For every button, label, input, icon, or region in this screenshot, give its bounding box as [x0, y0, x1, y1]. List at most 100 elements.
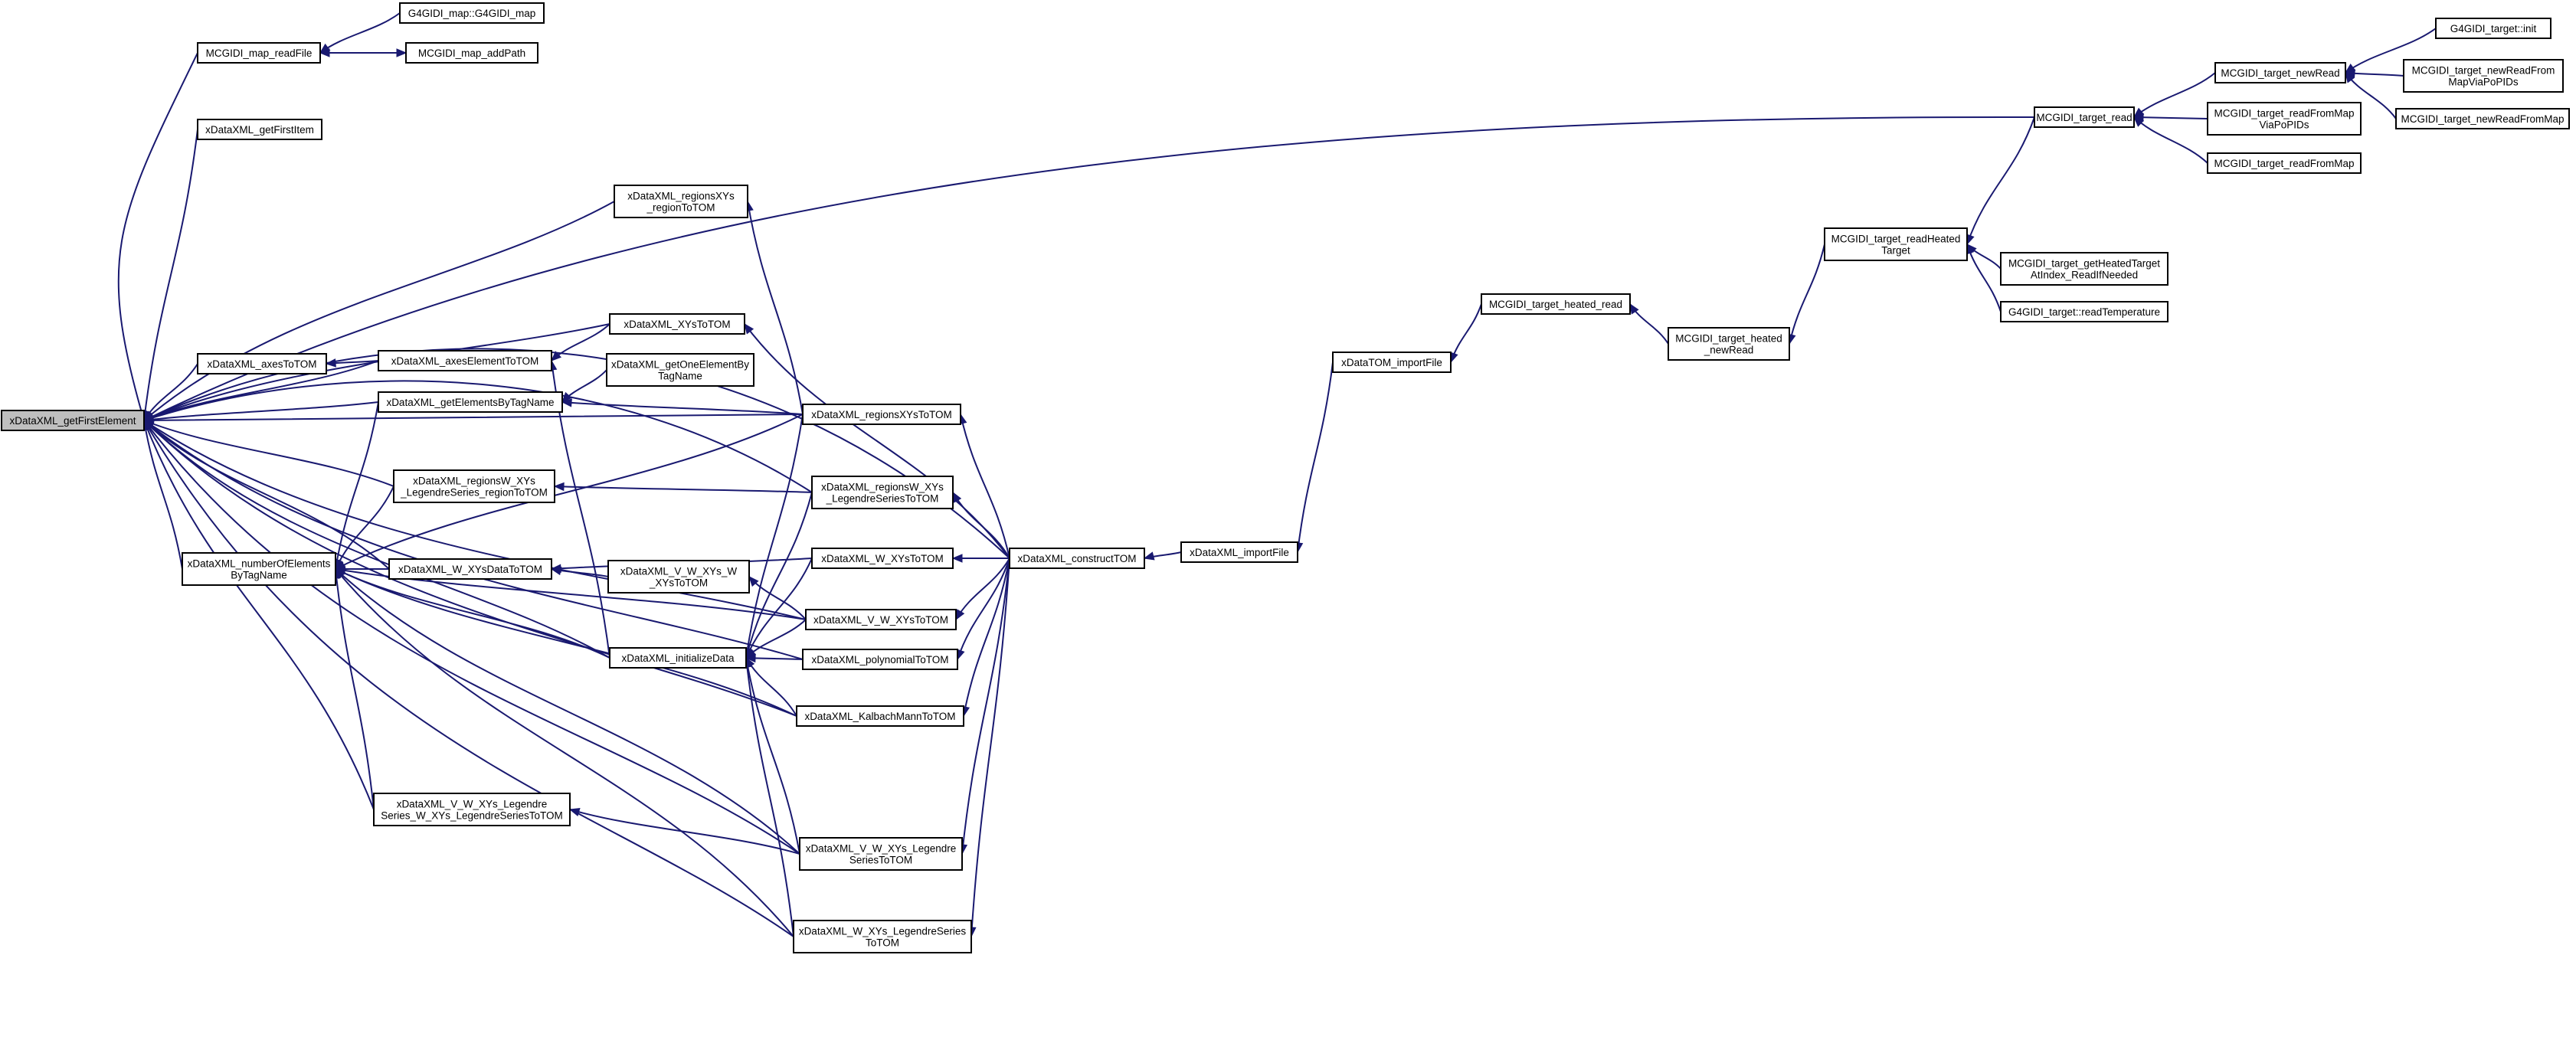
- function-node-TOM_importFile[interactable]: xDataTOM_importFile: [1332, 352, 1452, 373]
- function-node-KalbachMann[interactable]: xDataXML_KalbachMannToTOM: [796, 705, 964, 727]
- function-node-W_XYsToTOM[interactable]: xDataXML_W_XYsToTOM: [811, 548, 954, 569]
- function-node-axesElementToTOM[interactable]: xDataXML_axesElementToTOM: [378, 350, 552, 371]
- call-edge-newReadFromMapVia-to-newRead: [2344, 69, 2404, 78]
- call-edge-axesElementToTOM-to-axesToTOM: [325, 358, 379, 368]
- function-node-VWXYsW[interactable]: xDataXML_V_W_XYs_W_XYsToTOM: [607, 560, 750, 594]
- call-edge-W_XYs_Legendre-to-numberOfElements: [335, 567, 794, 937]
- edge-line: [1966, 116, 2035, 245]
- arrowhead-icon: [2133, 116, 2145, 127]
- edge-line: [569, 809, 800, 855]
- node-label: xDataXML_regionsXYs: [627, 191, 735, 202]
- node-box: [607, 560, 750, 594]
- function-node-g4init[interactable]: G4GIDI_target::init: [2435, 18, 2551, 39]
- function-node-getElementsByTagName[interactable]: xDataXML_getElementsByTagName: [378, 391, 563, 413]
- node-box: [2000, 301, 2168, 322]
- edge-line: [335, 414, 804, 570]
- call-edge-initializeData-to-root: [143, 420, 610, 659]
- function-node-W_XYsDataToTOM[interactable]: xDataXML_W_XYsDataToTOM: [388, 558, 552, 580]
- function-node-W_XYs_Legendre[interactable]: xDataXML_W_XYs_LegendreSeriesToTOM: [793, 920, 972, 953]
- function-node-axesToTOM[interactable]: xDataXML_axesToTOM: [197, 353, 327, 374]
- node-label: xDataXML_getFirstItem: [205, 124, 314, 136]
- node-box: [614, 185, 748, 218]
- edge-line: [143, 420, 375, 810]
- call-edge-getOneElementByTagName-to-getElementsByTagName: [561, 369, 607, 403]
- function-node-regionsXYsToTOM[interactable]: xDataXML_regionsXYsToTOM: [802, 404, 961, 425]
- function-node-map_readFile[interactable]: MCGIDI_map_readFile: [197, 42, 321, 64]
- function-node-XYsToTOM[interactable]: xDataXML_XYsToTOM: [609, 313, 745, 335]
- function-node-regionsW_series[interactable]: xDataXML_regionsW_XYs_LegendreSeriesToTO…: [811, 476, 954, 509]
- call-edge-map_readFile-to-map_addPath: [320, 48, 408, 57]
- call-edge-TOM_importFile-to-importFile: [1294, 361, 1334, 554]
- edge-line: [143, 348, 1010, 559]
- node-label: xDataXML_V_W_XYsToTOM: [813, 614, 948, 626]
- function-node-constructTOM[interactable]: xDataXML_constructTOM: [1009, 548, 1145, 569]
- edge-line: [960, 414, 1010, 559]
- node-label: xDataXML_polynomialToTOM: [811, 654, 948, 665]
- edge-line: [335, 401, 379, 570]
- arrowhead-icon: [325, 358, 336, 368]
- node-box: [1668, 327, 1790, 361]
- function-node-polynomialToTOM[interactable]: xDataXML_polynomialToTOM: [802, 649, 958, 670]
- function-node-VWXYsToTOM[interactable]: xDataXML_V_W_XYsToTOM: [805, 609, 957, 630]
- function-node-getFirstItem[interactable]: xDataXML_getFirstItem: [197, 119, 322, 140]
- function-node-initializeData[interactable]: xDataXML_initializeData: [609, 647, 747, 669]
- node-box: [393, 469, 555, 503]
- edge-line: [143, 401, 379, 421]
- function-node-heated_newRead[interactable]: MCGIDI_target_heated_newRead: [1668, 327, 1790, 361]
- function-node-root[interactable]: xDataXML_getFirstElement: [1, 410, 145, 431]
- node-label: xDataXML_numberOfElements: [188, 558, 331, 570]
- function-node-getHeated[interactable]: MCGIDI_target_getHeatedTargetAtIndex_Rea…: [2000, 252, 2168, 286]
- function-node-regionsW_region[interactable]: xDataXML_regionsW_XYs_LegendreSeries_reg…: [393, 469, 555, 503]
- function-node-VWLegendreW[interactable]: xDataXML_V_W_XYs_LegendreSeries_W_XYs_Le…: [373, 793, 571, 826]
- node-label: xDataXML_W_XYsToTOM: [821, 553, 944, 564]
- function-node-newReadFromMap[interactable]: MCGIDI_target_newReadFromMap: [2395, 108, 2570, 129]
- node-label: _regionToTOM: [646, 202, 715, 214]
- node-label: MCGIDI_target_getHeatedTarget: [2008, 258, 2160, 270]
- function-node-importFile[interactable]: xDataXML_importFile: [1180, 541, 1298, 563]
- function-node-target_read[interactable]: MCGIDI_target_read: [2034, 106, 2135, 128]
- function-node-g4gidi_map[interactable]: G4GIDI_map::G4GIDI_map: [399, 2, 545, 24]
- call-edge-regionsXYsToTOM-to-getElementsByTagName: [561, 398, 804, 415]
- node-label: xDataXML_XYsToTOM: [624, 319, 730, 330]
- node-label: MCGIDI_target_readFromMap: [2214, 158, 2354, 169]
- edge-line: [335, 568, 800, 855]
- node-label: xDataXML_V_W_XYs_Legendre: [806, 843, 957, 855]
- node-box: [2435, 18, 2551, 39]
- node-label: G4GIDI_map::G4GIDI_map: [408, 8, 536, 19]
- call-edge-heated_read-to-TOM_importFile: [1449, 303, 1482, 364]
- edge-line: [335, 568, 794, 937]
- function-node-regionsXYs_region[interactable]: xDataXML_regionsXYs_regionToTOM: [614, 185, 748, 218]
- call-edge-constructTOM-to-VWLegendreSeries: [958, 558, 1010, 855]
- function-node-readTemp[interactable]: G4GIDI_target::readTemperature: [2000, 301, 2168, 322]
- function-node-heated_read[interactable]: MCGIDI_target_heated_read: [1481, 293, 1631, 315]
- function-node-newRead[interactable]: MCGIDI_target_newRead: [2214, 62, 2346, 83]
- node-box: [1009, 548, 1145, 569]
- node-label: _XYsToTOM: [649, 577, 708, 589]
- node-label: MapViaPoPIDs: [2448, 77, 2519, 88]
- function-node-map_addPath[interactable]: MCGIDI_map_addPath: [405, 42, 538, 64]
- call-edge-regionsXYsToTOM-to-root: [142, 414, 804, 425]
- call-edge-importFile-to-constructTOM: [1143, 551, 1182, 561]
- function-node-readFromMap[interactable]: MCGIDI_target_readFromMap: [2207, 152, 2362, 174]
- arrowhead-icon: [951, 554, 963, 563]
- node-box: [1824, 227, 1968, 261]
- node-label: xDataXML_axesToTOM: [207, 358, 316, 370]
- node-label: MCGIDI_target_newReadFrom: [2412, 65, 2555, 77]
- call-edge-regionsW_series-to-regionsW_region: [553, 482, 813, 493]
- call-edge-VWLegendreW-to-root: [143, 419, 375, 810]
- call-edge-XYsToTOM-to-axesElementToTOM: [551, 323, 610, 361]
- arrowhead-icon: [568, 807, 581, 817]
- node-box: [197, 42, 321, 64]
- function-node-VWLegendreSeries[interactable]: xDataXML_V_W_XYs_LegendreSeriesToTOM: [799, 837, 963, 871]
- node-box: [1, 410, 145, 431]
- call-edge-polynomialToTOM-to-root: [142, 420, 804, 660]
- edge-line: [747, 201, 804, 415]
- node-label: ViaPoPIDs: [2259, 119, 2309, 131]
- edge-line: [955, 558, 1010, 620]
- call-edge-constructTOM-to-KalbachMann: [961, 558, 1010, 718]
